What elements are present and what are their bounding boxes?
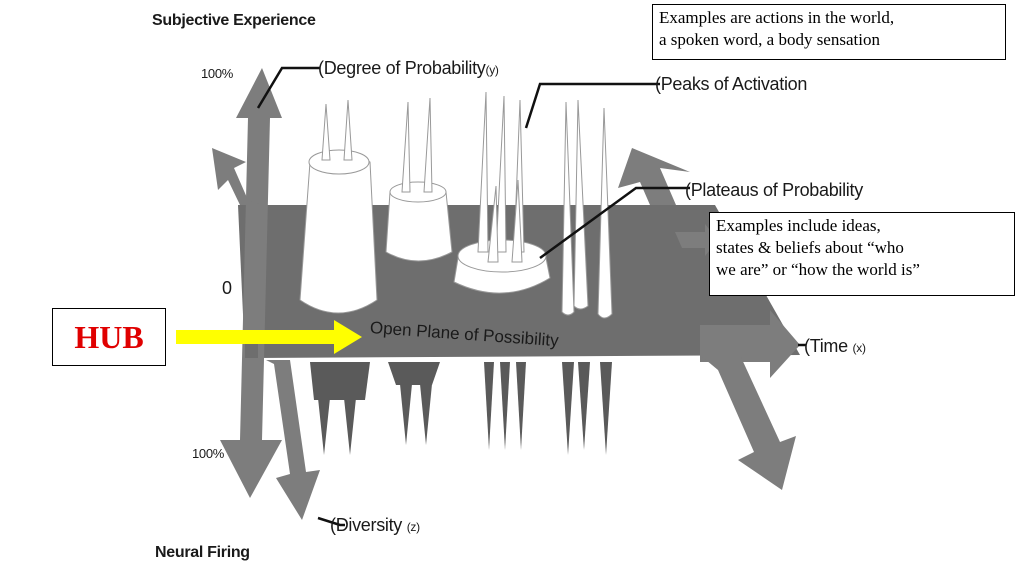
front-diagonal-arrow bbox=[700, 355, 796, 490]
examples-ideas-line1: Examples include ideas, bbox=[716, 216, 881, 235]
plateau-shape-medium bbox=[385, 97, 453, 262]
plateau-shape-flat bbox=[453, 91, 551, 294]
examples-ideas-line3: we are” or “how the world is” bbox=[716, 260, 920, 279]
small-right-arrow bbox=[675, 224, 718, 256]
callout-lines bbox=[256, 66, 806, 527]
diversity-axis-label: (Diversity (z) bbox=[330, 515, 420, 535]
examples-actions-line1: Examples are actions in the world, bbox=[659, 8, 895, 27]
pct-top-label: 100% bbox=[201, 66, 234, 81]
peak-spikes bbox=[561, 99, 613, 319]
zero-label: 0 bbox=[222, 278, 232, 298]
examples-actions-line2: a spoken word, a body sensation bbox=[659, 30, 880, 49]
plateau-shape-large bbox=[299, 99, 378, 314]
diversity-axis-arrow bbox=[266, 360, 320, 520]
pct-bottom-label: 100% bbox=[192, 446, 225, 461]
shadow-shapes bbox=[310, 362, 612, 455]
back-axis-arrow bbox=[618, 148, 690, 205]
hub-box: HUB bbox=[52, 308, 166, 366]
examples-actions-box: Examples are actions in the world, a spo… bbox=[652, 4, 1006, 60]
degree-of-probability-label: (Degree of Probability(y) bbox=[318, 58, 499, 78]
neural-firing-label: Neural Firing bbox=[155, 544, 250, 561]
peaks-of-activation-label: (Peaks of Activation bbox=[655, 74, 808, 94]
plateaus-of-probability-label: (Plateaus of Probability bbox=[685, 180, 863, 200]
examples-ideas-box: Examples include ideas, states & beliefs… bbox=[709, 212, 1015, 296]
back-left-arrow bbox=[212, 148, 262, 205]
vertical-axis-arrow bbox=[220, 68, 282, 498]
subjective-experience-label: Subjective Experience bbox=[152, 12, 316, 29]
time-axis-label: (Time (x) bbox=[804, 336, 866, 356]
examples-ideas-line2: states & beliefs about “who bbox=[716, 238, 904, 257]
hub-arrow bbox=[176, 320, 362, 354]
